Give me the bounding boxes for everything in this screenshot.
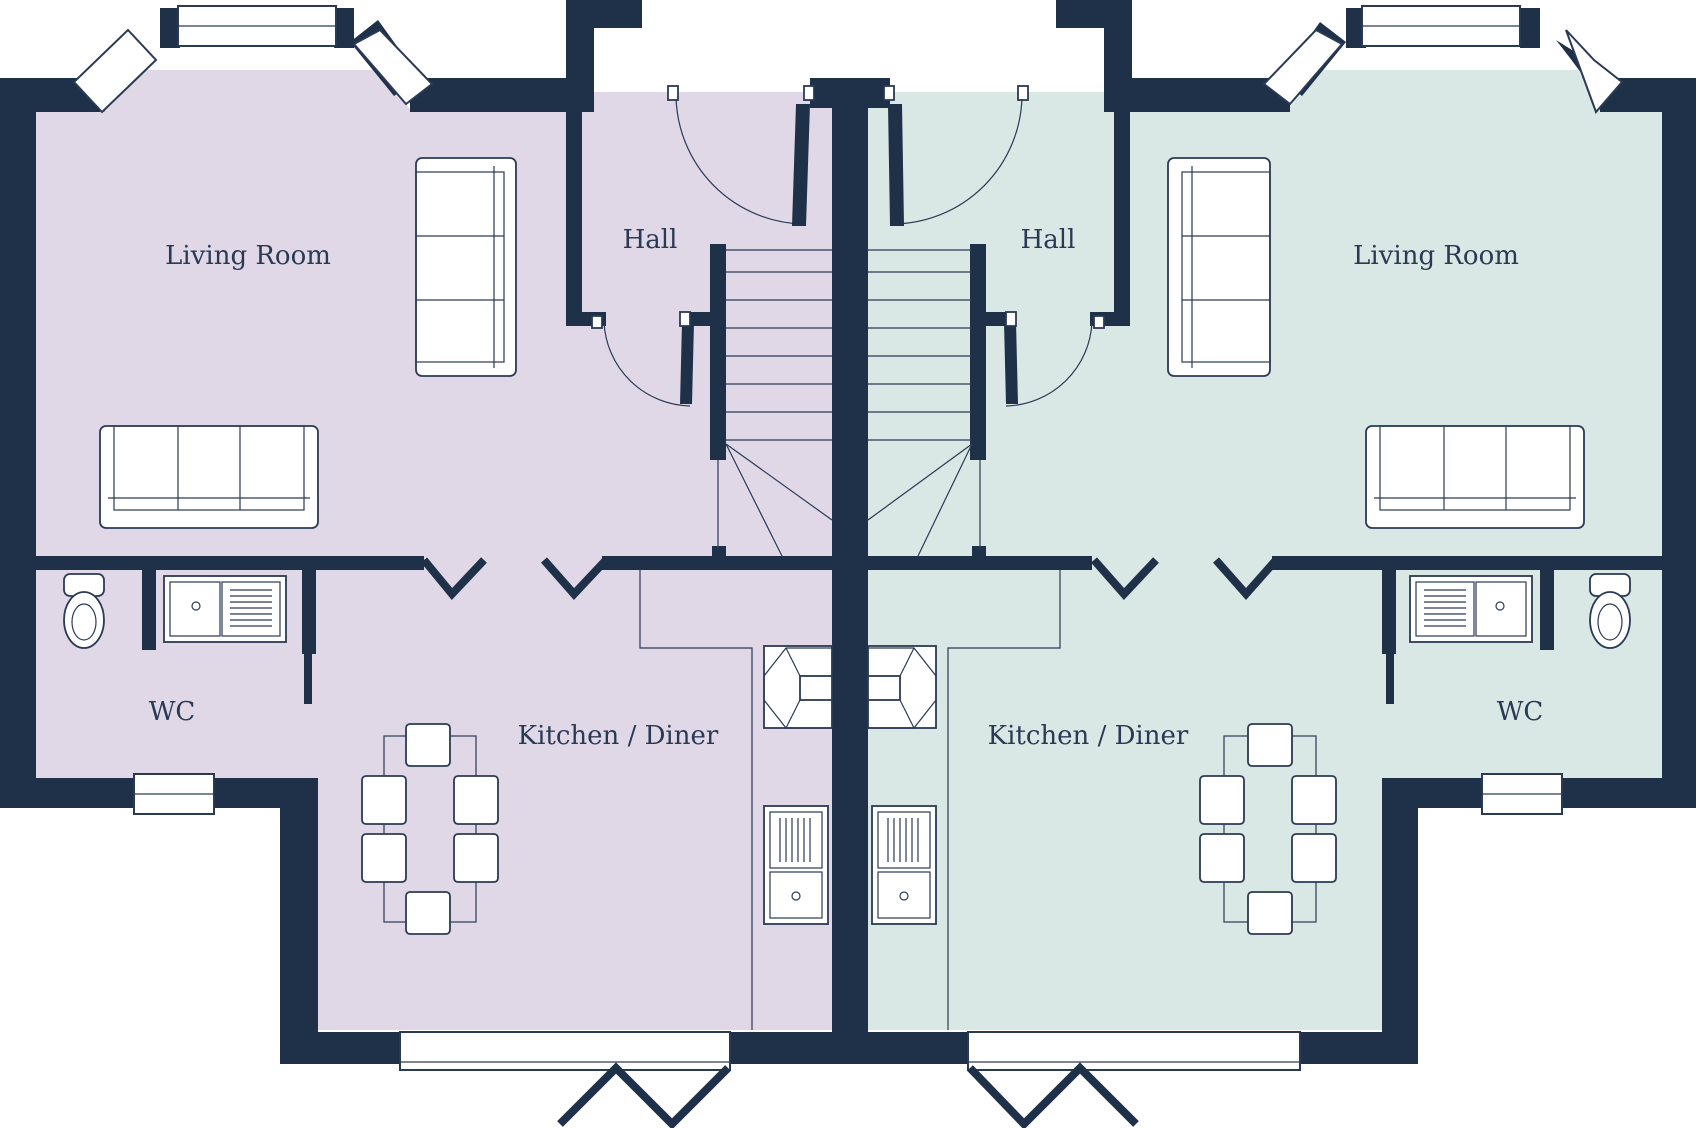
left-hall-label: Hall (623, 225, 678, 255)
worktop-outline (639, 570, 1061, 1030)
window-icon (72, 5, 1624, 1071)
left-kitchen-diner-label: Kitchen / Diner (518, 721, 719, 751)
hob-icon (763, 645, 937, 729)
right-living-room-label: Living Room (1353, 241, 1519, 271)
right-hall-label: Hall (1021, 225, 1076, 255)
staircase-icon (717, 249, 981, 557)
right-kitchen-diner-label: Kitchen / Diner (988, 721, 1189, 751)
toilet-icon (63, 573, 1631, 649)
left-living-room-label: Living Room (165, 241, 331, 271)
right-wc-label: WC (1497, 697, 1544, 727)
door-swing-icon (591, 85, 1105, 407)
left-wc-label: WC (149, 697, 196, 727)
sofa-icon (99, 157, 1585, 529)
dining-table-icon (361, 723, 1337, 935)
right-unit-floor (868, 70, 1662, 1030)
bifold-door-icon (420, 557, 1279, 1128)
sink-icon (163, 575, 1533, 925)
left-unit-floor (36, 70, 836, 1030)
